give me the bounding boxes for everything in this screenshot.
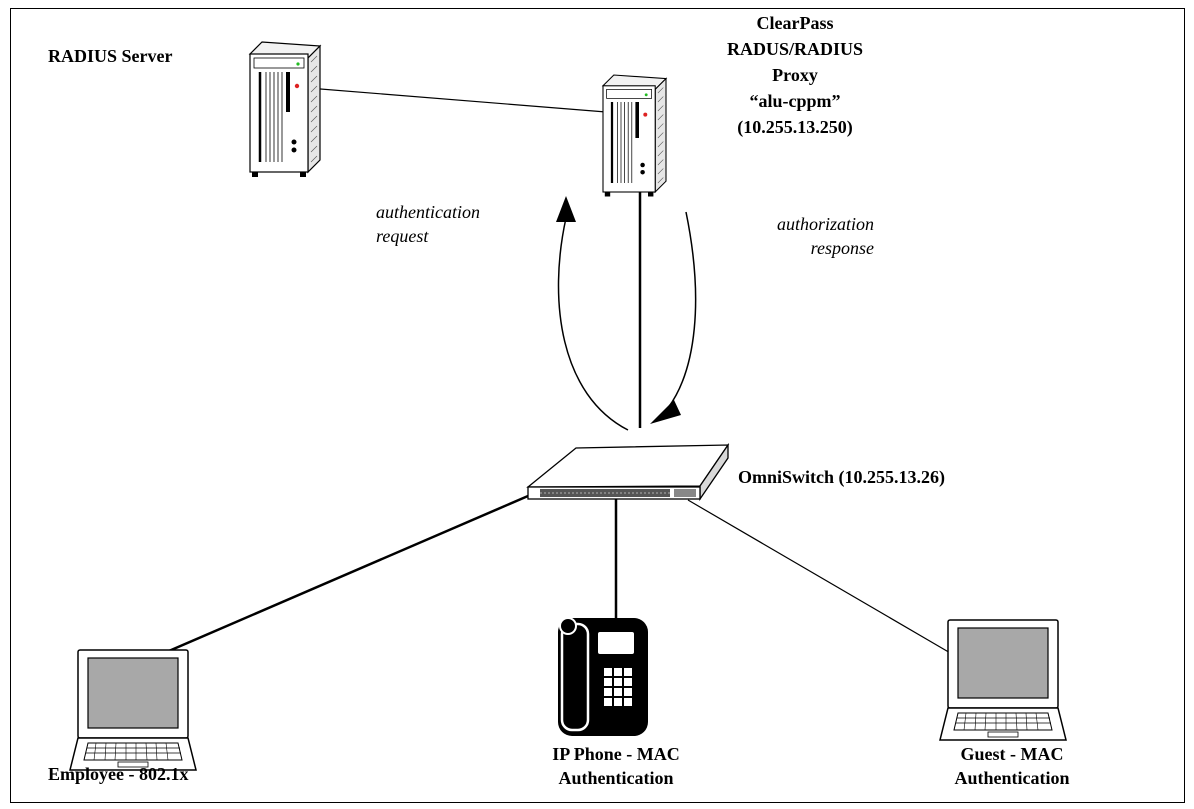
clearpass-label-line: RADUS/RADIUS: [726, 39, 864, 59]
link-switch-employee: [147, 494, 529, 662]
clearpass-label-line: Proxy: [772, 65, 818, 85]
network-switch-icon: [526, 442, 730, 502]
guest-label-line: Guest - MAC: [960, 744, 1064, 764]
clearpass-server-icon: [601, 73, 668, 199]
diagram-frame: [10, 8, 1185, 803]
authorization-response-label: authorization response: [730, 212, 874, 260]
employee-label: Employee - 802.1x: [48, 764, 189, 784]
link-switch-guest: [687, 499, 953, 655]
authorization-response-arrow: [667, 211, 697, 409]
authentication-request-arrowhead: [556, 196, 576, 222]
authentication-request-label: authentication request: [376, 200, 480, 248]
ip-phone-label: IP Phone - MAC Authentication: [496, 742, 736, 790]
guest-label: Guest - MAC Authentication: [912, 742, 1112, 790]
omniswitch-label: OmniSwitch (10.255.13.26): [738, 467, 945, 487]
desk-phone-icon: [558, 617, 648, 736]
authorization-response-line: authorization: [776, 214, 874, 234]
authentication-request-arrow: [557, 217, 629, 431]
authentication-request-line: request: [376, 226, 429, 246]
authorization-response-arrowhead: [650, 400, 681, 424]
clearpass-label-line: ClearPass: [756, 13, 834, 33]
radius-server-label: RADIUS Server: [48, 46, 173, 66]
employee-laptop-icon: [69, 649, 197, 771]
ip-phone-label-line: Authentication: [558, 768, 674, 788]
ip-phone-label-line: IP Phone - MAC: [552, 744, 680, 764]
clearpass-label-line: “alu-cppm”: [749, 91, 841, 111]
radius-server-icon: [248, 40, 322, 179]
clearpass-label: ClearPass RADUS/RADIUS Proxy “alu-cppm” …: [700, 10, 890, 140]
guest-laptop-icon: [939, 619, 1067, 741]
authorization-response-line: response: [810, 238, 874, 258]
clearpass-label-line: (10.255.13.250): [737, 117, 853, 137]
guest-label-line: Authentication: [954, 768, 1070, 788]
authentication-request-line: authentication: [376, 202, 480, 222]
link-radius-clearpass: [307, 87, 607, 113]
